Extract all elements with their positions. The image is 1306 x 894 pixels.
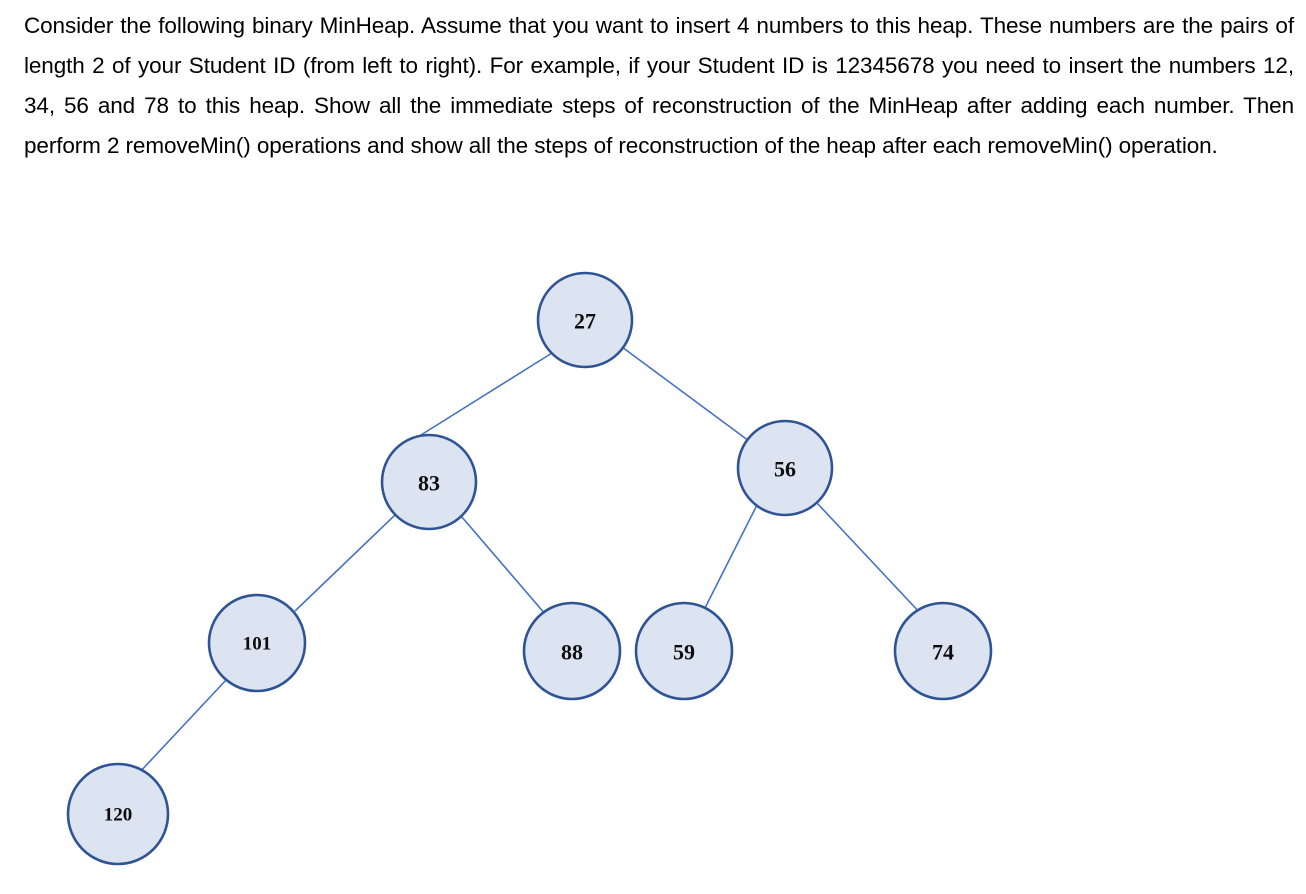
tree-edge-n1-n3: [294, 514, 396, 612]
heap-node-circle: [380, 433, 478, 531]
heap-node-value: 88: [561, 640, 583, 665]
question-paragraph: Consider the following binary MinHeap. A…: [24, 13, 1294, 158]
tree-edge-n1-n4: [460, 515, 547, 616]
tree-edge-n2-n6: [816, 502, 923, 616]
heap-node-value: 27: [574, 309, 596, 334]
heap-node-circle: [634, 601, 734, 701]
heap-node-circle: [893, 601, 993, 701]
heap-node-74[interactable]: 74: [893, 601, 993, 701]
heap-node-value: 101: [243, 634, 272, 655]
tree-edge-layer: [137, 346, 923, 775]
tree-node-layer: 27 83 56 101 88 59 74 120: [66, 271, 993, 866]
tree-edge-n3-n7: [137, 678, 228, 775]
heap-node-circle: [536, 271, 634, 369]
tree-edge-n0-n1: [396, 352, 553, 451]
heap-node-120[interactable]: 120: [66, 762, 170, 866]
heap-node-83[interactable]: 83: [380, 433, 478, 531]
tree-edge-n0-n2: [621, 346, 750, 442]
heap-node-value: 83: [418, 471, 440, 496]
heap-node-circle: [522, 601, 622, 701]
heap-node-56[interactable]: 56: [736, 419, 834, 517]
question-text-block: Consider the following binary MinHeap. A…: [24, 6, 1294, 166]
heap-node-88[interactable]: 88: [522, 601, 622, 701]
heap-node-27[interactable]: 27: [536, 271, 634, 369]
heap-node-circle: [66, 762, 170, 866]
heap-node-value: 59: [673, 640, 695, 665]
tree-edge-n2-n5: [704, 504, 758, 609]
heap-node-circle: [207, 593, 307, 693]
heap-node-value: 120: [104, 805, 133, 826]
heap-node-value: 56: [774, 457, 796, 482]
heap-node-circle: [736, 419, 834, 517]
heap-node-value: 74: [932, 640, 954, 665]
heap-node-59[interactable]: 59: [634, 601, 734, 701]
heap-node-101[interactable]: 101: [207, 593, 307, 693]
